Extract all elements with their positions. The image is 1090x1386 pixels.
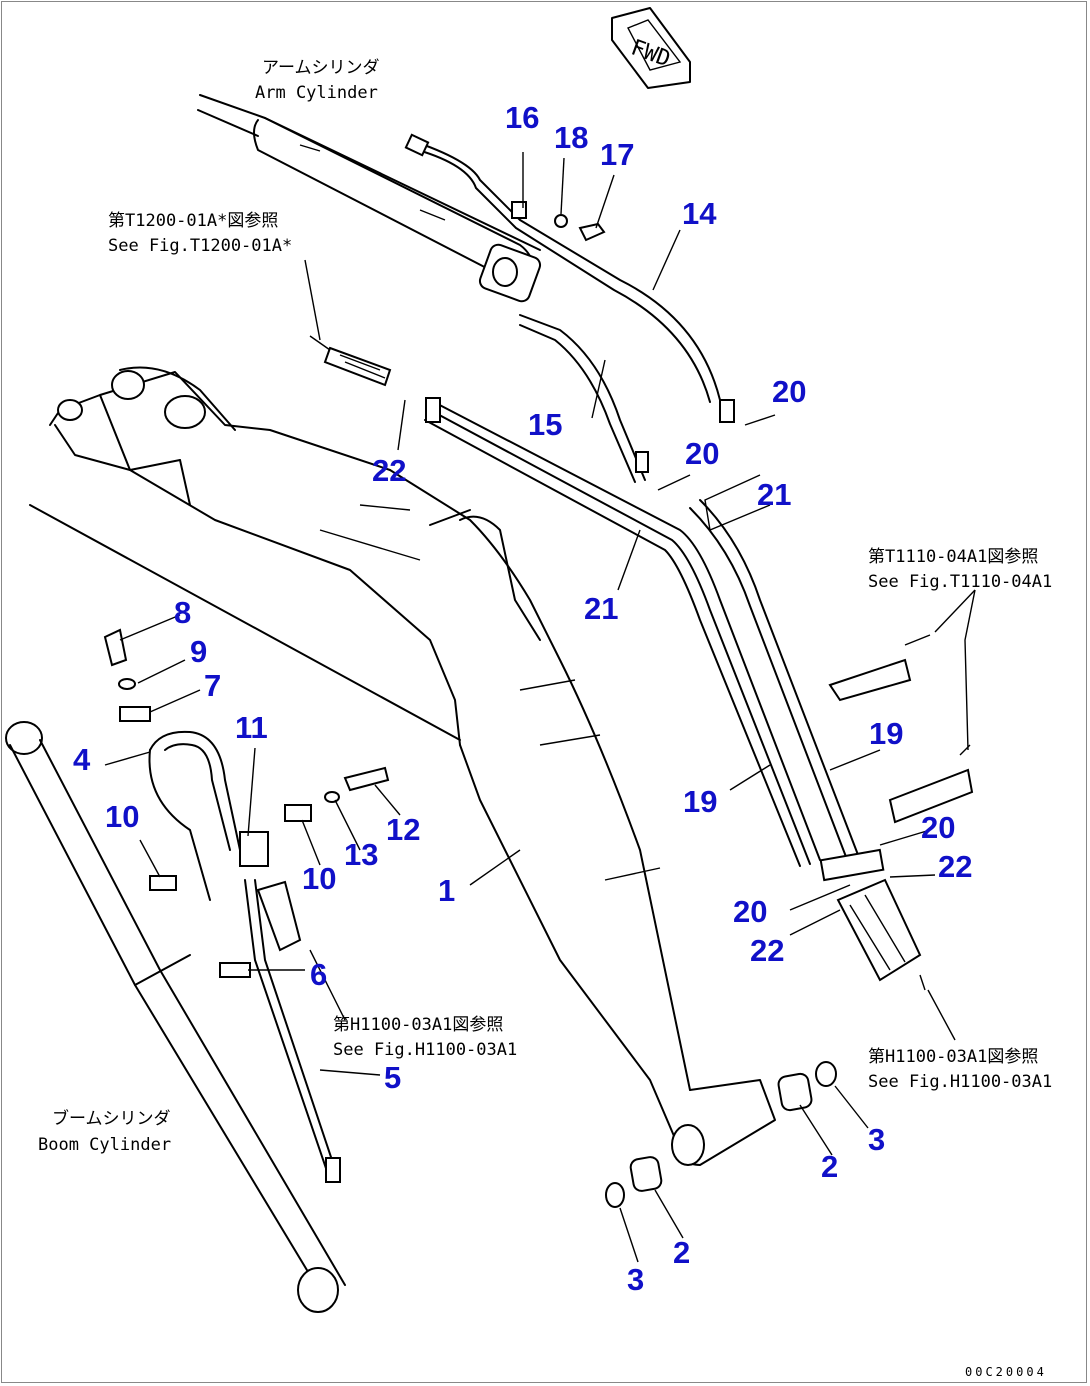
callout-2-right: 2: [821, 1149, 838, 1184]
boom-part-1: [29, 366, 776, 1166]
arm-hose-15: [519, 314, 649, 483]
svg-text:See Fig.T1110-04A1: See Fig.T1110-04A1: [868, 572, 1052, 592]
callout-18: 18: [554, 120, 588, 155]
callout-3-right: 3: [868, 1122, 885, 1157]
callout-9: 9: [190, 634, 207, 669]
callout-15: 15: [528, 407, 562, 442]
note-ref-h1100-right: 第H1100-03A1図参照 See Fig.H1100-03A1: [868, 1047, 1052, 1092]
callout-7: 7: [204, 668, 221, 703]
callout-12: 12: [386, 812, 420, 847]
callout-3-left: 3: [627, 1262, 644, 1297]
svg-text:第T1110-04A1図参照: 第T1110-04A1図参照: [868, 547, 1038, 567]
callout-8: 8: [174, 595, 191, 630]
seal-3-right: [815, 1061, 837, 1087]
callout-14: 14: [682, 196, 717, 231]
hose-clamp-16: [511, 201, 606, 242]
bushing-2-left: [629, 1156, 663, 1192]
boom-hose-4: [148, 730, 241, 901]
arm-cylinder: [197, 94, 542, 303]
svg-text:第T1200-01A*図参照: 第T1200-01A*図参照: [108, 211, 278, 231]
brackets-t1110: [828, 634, 974, 824]
callout-17: 17: [600, 137, 634, 172]
note-ref-t1200: 第T1200-01A*図参照 See Fig.T1200-01A*: [108, 211, 292, 256]
callout-13: 13: [344, 837, 378, 872]
svg-text:第H1100-03A1図参照: 第H1100-03A1図参照: [333, 1015, 503, 1035]
bushing-2-right: [777, 1072, 813, 1112]
callout-1: 1: [438, 873, 455, 908]
svg-text:See Fig.H1100-03A1: See Fig.H1100-03A1: [333, 1040, 517, 1060]
callout-22-b: 22: [938, 849, 972, 884]
callout-20-a: 20: [772, 374, 806, 409]
seal-3-left: [605, 1182, 625, 1208]
svg-text:アームシリンダ: アームシリンダ: [262, 58, 379, 78]
callout-21-a: 21: [757, 477, 791, 512]
fwd-arrow-icon: FWD: [611, 7, 691, 89]
svg-text:第H1100-03A1図参照: 第H1100-03A1図参照: [868, 1047, 1038, 1067]
callout-10-a: 10: [105, 799, 139, 834]
small-parts: [103, 628, 390, 978]
callout-19-a: 19: [869, 716, 903, 751]
svg-text:See Fig.T1200-01A*: See Fig.T1200-01A*: [108, 236, 292, 256]
svg-text:ブームシリンダ: ブームシリンダ: [52, 1108, 171, 1129]
connector-set-h1100-right: [836, 878, 926, 991]
callout-19-b: 19: [683, 784, 717, 819]
connector-set-t1200: [309, 335, 392, 387]
callout-22-c: 22: [750, 933, 784, 968]
hydraulic-tubes-21: [424, 397, 885, 882]
callout-22-a: 22: [372, 453, 406, 488]
boom-cylinder: [5, 721, 346, 1313]
svg-text:Boom Cylinder: Boom Cylinder: [38, 1135, 171, 1155]
boom-hose-5: [244, 879, 341, 1183]
leader-lines: [104, 152, 976, 1263]
callout-21-b: 21: [584, 591, 618, 626]
document-id: 00C20004: [965, 1365, 1047, 1379]
callout-numbers: 16 18 17 14 20 15 20 22 21 21 8 9 7 11 4…: [73, 100, 972, 1297]
callout-6: 6: [310, 957, 327, 992]
callout-5: 5: [384, 1060, 401, 1095]
note-ref-h1100-left: 第H1100-03A1図参照 See Fig.H1100-03A1: [333, 1015, 517, 1060]
note-arm-cylinder: アームシリンダ Arm Cylinder: [255, 58, 379, 103]
callout-4: 4: [73, 742, 91, 777]
svg-text:Arm Cylinder: Arm Cylinder: [255, 83, 378, 103]
callout-2-left: 2: [673, 1235, 690, 1270]
callout-16: 16: [505, 100, 539, 135]
callout-11: 11: [235, 710, 268, 745]
callout-10-b: 10: [302, 861, 336, 896]
svg-text:See Fig.H1100-03A1: See Fig.H1100-03A1: [868, 1072, 1052, 1092]
callout-20-d: 20: [733, 894, 767, 929]
arm-hose-14: [404, 133, 735, 423]
callout-20-c: 20: [921, 810, 955, 845]
fwd-label: FWD: [628, 35, 674, 72]
note-boom-cylinder: ブームシリンダ Boom Cylinder: [38, 1108, 171, 1155]
note-ref-t1110: 第T1110-04A1図参照 See Fig.T1110-04A1: [868, 547, 1052, 592]
callout-20-b: 20: [685, 436, 719, 471]
